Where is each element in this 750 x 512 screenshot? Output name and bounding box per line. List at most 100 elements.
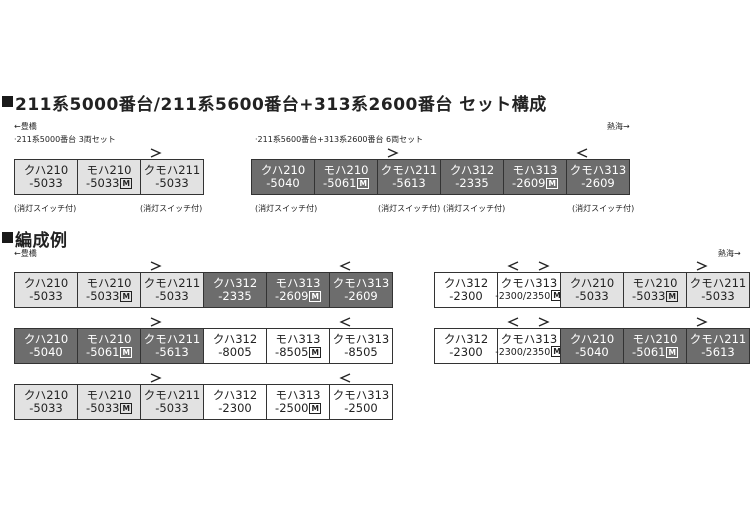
car-number: -5040 [266,176,300,190]
pantograph-icon [696,317,708,327]
motor-car-icon: M [120,403,132,414]
car-type: モハ313 [275,388,321,402]
motor-car-icon: M [309,403,321,414]
train-car: クハ210-5040 [560,328,624,364]
car-type: モハ210 [323,163,369,177]
motor-car-icon: M [120,347,132,358]
train-car: クモハ211-5613 [377,159,441,195]
train-car: クモハ211-5033 [686,272,750,308]
light-switch-note: (消灯スイッチ付) [443,204,506,213]
car-number: -5033 [155,176,189,190]
train-car: クハ210-5033 [14,272,78,308]
motor-car-icon: M [666,291,678,302]
car-number: -2609 [581,176,615,190]
train-car: クハ312-2335 [440,159,504,195]
car-number: -2300 [218,401,252,415]
set-b-label: ·211系5600番台+313系2600番台 6両セット [255,135,424,144]
pantograph-icon [696,261,708,271]
car-type: クモハ211 [689,332,747,346]
car-type: モハ313 [275,276,321,290]
car-type: クモハ211 [143,276,201,290]
car-type: クモハ313 [332,332,390,346]
pantograph-icon [538,317,550,327]
car-number: -5040 [575,345,609,359]
car-number: -5033 [701,289,735,303]
car-number: -5033 [29,401,63,415]
car-type: クモハ313 [569,163,627,177]
train-car: クハ210-5040 [14,328,78,364]
car-number: -5613 [701,345,735,359]
page-title: 211系5000番台/211系5600番台+313系2600番台 セット構成 [15,95,547,115]
car-type: クハ210 [569,332,615,346]
train-car: クハ210-5040 [251,159,315,195]
train-car: クモハ211-5033 [140,159,204,195]
train-car: クハ312-8005 [203,328,267,364]
pantograph-icon [150,261,162,271]
train-car: クモハ211-5613 [140,328,204,364]
car-type: モハ313 [275,332,321,346]
motor-car-icon: M [666,347,678,358]
car-type: クモハ313 [500,332,558,346]
light-switch-note: (消灯スイッチ付) [255,204,318,213]
motor-car-icon: M [120,178,132,189]
train-car: クモハ313-2500 [329,384,393,420]
car-type: モハ210 [86,388,132,402]
direction-left-label: ←豊橋 [14,122,37,131]
motor-car-icon: M [546,178,558,189]
car-type: モハ210 [86,332,132,346]
car-type: クモハ313 [500,276,558,290]
train-car: クハ210-5033 [14,159,78,195]
set-a-label: ·211系5000番台 3両セット [14,135,116,144]
train-car: クモハ313-2609 [566,159,630,195]
car-number: -5613 [392,176,426,190]
pantograph-icon [339,317,351,327]
train-car: クハ312-2300 [434,328,498,364]
train-car: クモハ211-5033 [140,272,204,308]
train-car: クハ210-5033 [560,272,624,308]
car-number: -2500 [344,401,378,415]
direction-left-label: ←豊橋 [14,249,37,258]
train-car: クハ312-2300 [203,384,267,420]
train-car: クモハ313-2609 [329,272,393,308]
section-marker-icon [2,96,13,107]
car-type: モハ210 [632,276,678,290]
motor-car-icon: M [309,291,321,302]
motor-car-icon: M [120,291,132,302]
car-type: クハ312 [443,276,489,290]
car-type: クモハ211 [143,332,201,346]
train-car: クモハ313-8505 [329,328,393,364]
train-car: クハ312-2335 [203,272,267,308]
pantograph-icon [339,373,351,383]
train-car: クハ312-2300 [434,272,498,308]
motor-car-icon: M [357,178,369,189]
light-switch-note: (消灯スイッチ付) [140,204,203,213]
train-car: クモハ211-5613 [686,328,750,364]
car-type: モハ313 [512,163,558,177]
car-number: -2335 [218,289,252,303]
car-type: クモハ313 [332,388,390,402]
section-title: 編成例 [15,231,68,251]
car-number: -2300 [449,345,483,359]
car-type: クモハ211 [689,276,747,290]
pantograph-icon [387,148,399,158]
car-type: クハ210 [23,388,69,402]
car-number: -5033 [155,401,189,415]
car-type: クハ210 [23,276,69,290]
car-type: クハ210 [23,163,69,177]
